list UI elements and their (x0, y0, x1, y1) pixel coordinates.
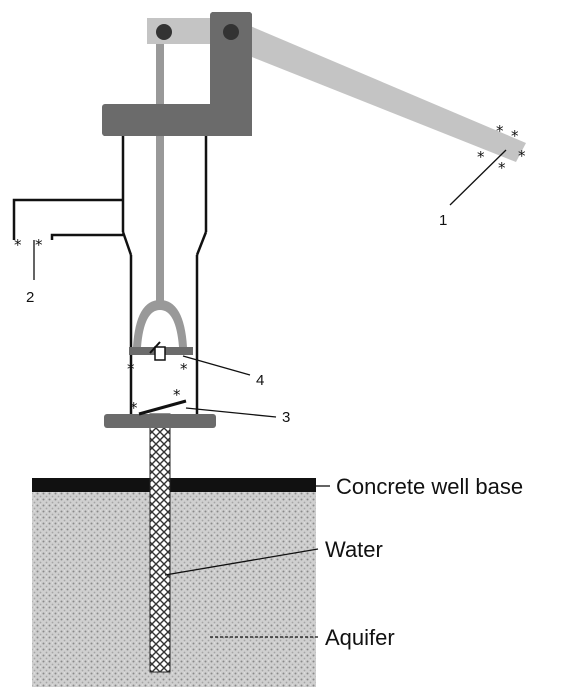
pump-handle (214, 14, 526, 162)
marker-foot-a: * (130, 399, 138, 417)
marker-piston-b: * (180, 360, 188, 378)
marker-handle-d: * (477, 148, 485, 166)
label-3: 3 (282, 409, 290, 426)
water-pipe (149, 413, 171, 673)
link-pivot-pin (156, 24, 172, 40)
marker-spout-b: * (35, 236, 43, 254)
piston-valve-hinge (149, 341, 161, 354)
pump-body (121, 130, 208, 414)
aquifer-ground (32, 490, 316, 687)
spout (12, 198, 123, 240)
concrete-well-base (32, 478, 316, 492)
label-concrete-well-base: Concrete well base (336, 474, 523, 499)
leader-lines (33, 149, 507, 638)
label-aquifer: Aquifer (325, 625, 395, 650)
pump-head-cap (102, 104, 252, 136)
piston-stirrup (133, 300, 187, 347)
marker-handle-a: * (496, 122, 504, 140)
label-2: 2 (26, 289, 34, 306)
handle-pivot-pin (223, 24, 239, 40)
bottom-flange (104, 414, 216, 428)
marker-foot-b: * (173, 386, 181, 404)
piston-valve-flap (154, 346, 166, 361)
foot-valve-flap (138, 399, 187, 416)
marker-piston-a: * (127, 360, 135, 378)
marker-handle-e: * (498, 159, 506, 177)
marker-handle-c: * (518, 147, 526, 165)
marker-handle-b: * (511, 127, 519, 145)
label-water: Water (325, 537, 383, 562)
label-1: 1 (439, 212, 447, 229)
piston-rod (156, 30, 164, 302)
label-4: 4 (256, 372, 264, 389)
marker-spout-a: * (14, 236, 22, 254)
